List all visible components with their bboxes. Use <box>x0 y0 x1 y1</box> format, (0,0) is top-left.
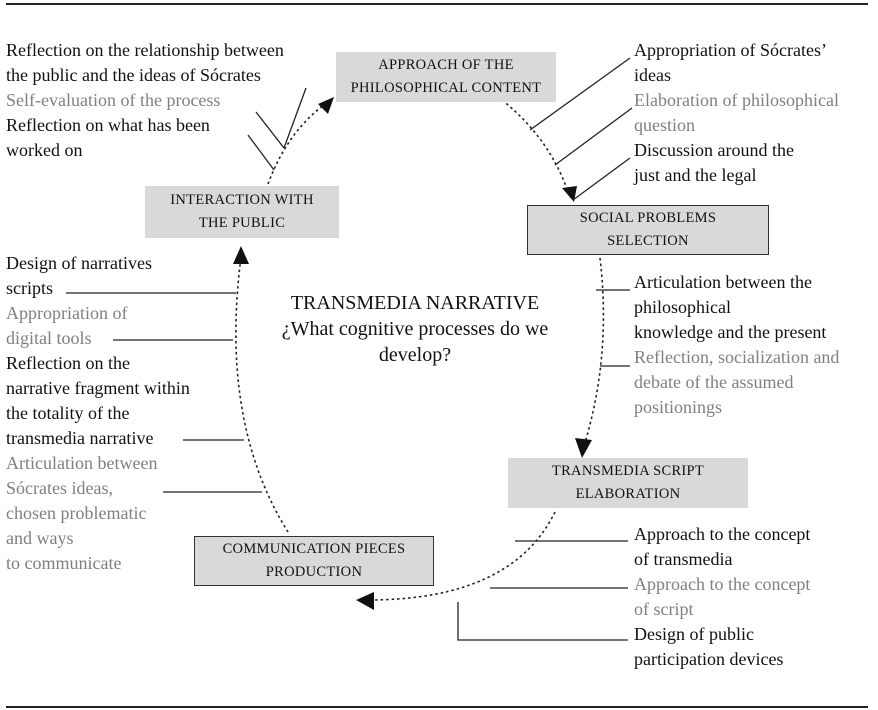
stage-transmedia-script-elaboration: TRANSMEDIA SCRIPT ELABORATION <box>508 458 748 508</box>
stage-interaction-line1: INTERACTION WITH <box>170 192 314 208</box>
bottom-rule <box>6 706 868 708</box>
notes-bottom-right: Approach to the concept of transmedia Ap… <box>634 522 810 672</box>
note-line: Self-evaluation of the process <box>6 90 221 110</box>
note-line: Approach to the concept <box>634 524 811 544</box>
note-line: Appropriation of Sócrates’ <box>634 40 827 60</box>
arrowhead-to-approach <box>318 97 334 114</box>
notes-middle-right: Articulation between the philosophical k… <box>634 270 839 420</box>
arrowhead-to-interaction <box>233 246 249 264</box>
notes-left: Design of narratives scripts Appropriati… <box>6 251 190 576</box>
note-line: scripts <box>6 278 53 298</box>
connector-top-left-2 <box>255 111 285 149</box>
stage-approach-line1: APPROACH OF THE <box>378 57 514 73</box>
center-title: TRANSMEDIA NARRATIVE ¿What cognitive pro… <box>270 290 560 368</box>
stage-approach-line2: PHILOSOPHICAL CONTENT <box>350 80 542 96</box>
connector-top-right-2 <box>554 107 633 166</box>
note-line: Articulation between the <box>634 272 812 292</box>
arrowhead-to-script <box>575 438 592 458</box>
connector-bottom-right-3 <box>457 602 628 641</box>
cycle-arc-communication-to-interaction <box>235 249 289 533</box>
notes-top-left: Reflection on the relationship between t… <box>6 38 284 163</box>
note-line: Appropriation of <box>6 303 128 323</box>
note-line: Design of public <box>634 624 754 644</box>
stage-communication-line2: PRODUCTION <box>265 564 363 580</box>
connector-top-right-3 <box>572 157 631 201</box>
note-line: transmedia narrative <box>6 428 154 448</box>
stage-approach-philosophical-content: APPROACH OF THE PHILOSOPHICAL CONTENT <box>336 52 556 102</box>
stage-communication-pieces-production: COMMUNICATION PIECES PRODUCTION <box>194 536 434 586</box>
note-line: chosen problematic <box>6 503 147 523</box>
stage-social-problems-selection: SOCIAL PROBLEMS SELECTION <box>527 205 769 255</box>
cycle-arc-social-to-script <box>581 257 605 453</box>
center-question-line1: ¿What cognitive processes <box>281 318 495 340</box>
note-line: debate of the assumed <box>634 372 794 392</box>
stage-script-line2: ELABORATION <box>575 486 681 502</box>
note-line: Reflection on the relationship between <box>6 40 284 60</box>
cycle-arc-interaction-to-approach <box>267 101 329 185</box>
note-line: Sócrates ideas, <box>6 478 113 498</box>
arrowhead-to-communication <box>356 592 374 610</box>
note-line: participation devices <box>634 649 784 669</box>
cycle-arc-script-to-communication <box>367 511 556 601</box>
note-line: question <box>634 115 695 135</box>
note-line: worked on <box>6 140 83 160</box>
note-line: Design of narratives <box>6 253 152 273</box>
center-question-line2: do we develop? <box>378 318 549 366</box>
note-line: Articulation between <box>6 453 158 473</box>
note-line: of script <box>634 599 694 619</box>
note-line: Approach to the concept <box>634 574 811 594</box>
stage-interaction-line2: THE PUBLIC <box>198 215 286 231</box>
stage-social-line2: SELECTION <box>607 233 689 249</box>
note-line: narrative fragment within <box>6 378 190 398</box>
connector-top-right-1 <box>529 57 631 131</box>
note-line: digital tools <box>6 328 92 348</box>
center-title-line2: NARRATIVE <box>425 292 540 314</box>
top-rule <box>6 3 868 5</box>
note-line: the totality of the <box>6 403 130 423</box>
notes-top-right: Appropriation of Sócrates’ ideas Elabora… <box>634 38 839 188</box>
note-line: the public and the ideas of Sócrates <box>6 65 261 85</box>
stage-interaction-with-public: INTERACTION WITH THE PUBLIC <box>145 186 339 238</box>
note-line: and ways <box>6 528 74 548</box>
note-line: philosophical <box>634 297 731 317</box>
stage-script-line1: TRANSMEDIA SCRIPT <box>551 463 705 479</box>
note-line: of transmedia <box>634 549 733 569</box>
note-line: Reflection on what has been <box>6 115 210 135</box>
note-line: to communicate <box>6 553 122 573</box>
stage-communication-line1: COMMUNICATION PIECES <box>222 541 406 557</box>
arrowhead-to-social <box>562 186 577 202</box>
note-line: positionings <box>634 397 723 417</box>
connector-top-left-3 <box>247 134 275 171</box>
note-line: just and the legal <box>634 165 757 185</box>
note-line: knowledge and the present <box>634 322 827 342</box>
stage-social-line1: SOCIAL PROBLEMS <box>579 210 717 226</box>
center-title-line1: TRANSMEDIA <box>290 292 421 314</box>
connector-top-left-1 <box>283 87 307 149</box>
note-line: ideas <box>634 65 671 85</box>
note-line: Reflection, socialization and <box>634 347 840 367</box>
note-line: Elaboration of philosophical <box>634 90 839 110</box>
note-line: Discussion around the <box>634 140 794 160</box>
note-line: Reflection on the <box>6 353 130 373</box>
cycle-arc-approach-to-social <box>501 99 571 199</box>
